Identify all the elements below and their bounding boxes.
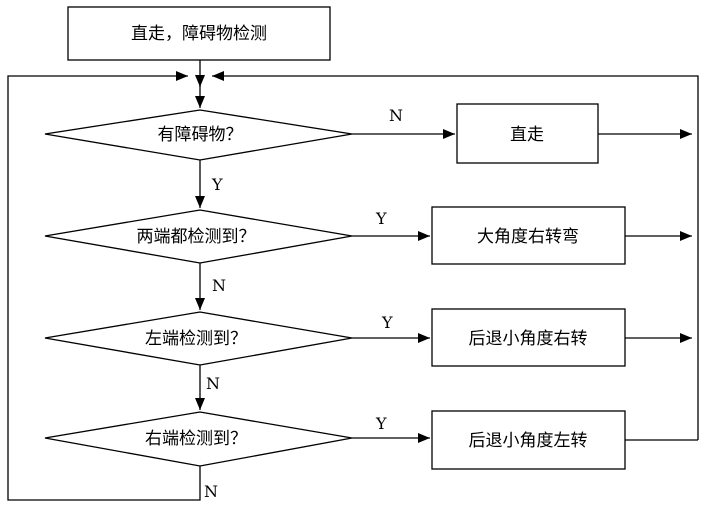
start-box: 直走，障碍物检测 [67,6,331,61]
decision-both-ends-label: 两端都检测到？ [137,227,256,247]
edge-label-obstacle-no: N [389,106,403,125]
decision-left-end-label: 左端检测到？ [145,329,247,349]
action-back-small-left-label: 后退小角度左转 [469,431,588,451]
decision-left-end: 左端检测到？ [44,311,353,366]
action-big-right-turn: 大角度右转弯 [431,206,626,265]
edge-label-right-yes: Y [375,414,387,433]
edge-label-obstacle-yes: Y [211,175,223,194]
action-straight-label: 直走 [510,125,544,145]
connector-right-end-no-loop [7,71,201,501]
edge-label-right-no: N [204,482,218,501]
edge-label-left-yes: Y [381,313,393,332]
decision-right-end-label: 右端检测到？ [145,429,247,449]
action-back-small-left: 后退小角度左转 [431,410,626,470]
action-back-small-right-label: 后退小角度右转 [469,329,588,349]
decision-right-end: 右端检测到？ [44,411,353,467]
edge-label-both-yes: Y [375,209,387,228]
action-straight: 直走 [456,103,599,164]
start-box-label: 直走，障碍物检测 [131,24,267,44]
decision-obstacle: 有障碍物？ [44,109,353,161]
edge-label-both-no: N [212,276,226,295]
edge-labels: N Y Y N Y N Y N [204,106,403,501]
connectors [7,60,699,501]
decision-obstacle-label: 有障碍物？ [158,125,243,145]
action-back-small-right: 后退小角度右转 [431,308,626,367]
edge-label-left-no: N [206,374,220,393]
connector-right-return-loop [212,71,699,440]
action-big-right-turn-label: 大角度右转弯 [477,227,579,247]
decision-both-ends: 两端都检测到？ [44,209,353,264]
